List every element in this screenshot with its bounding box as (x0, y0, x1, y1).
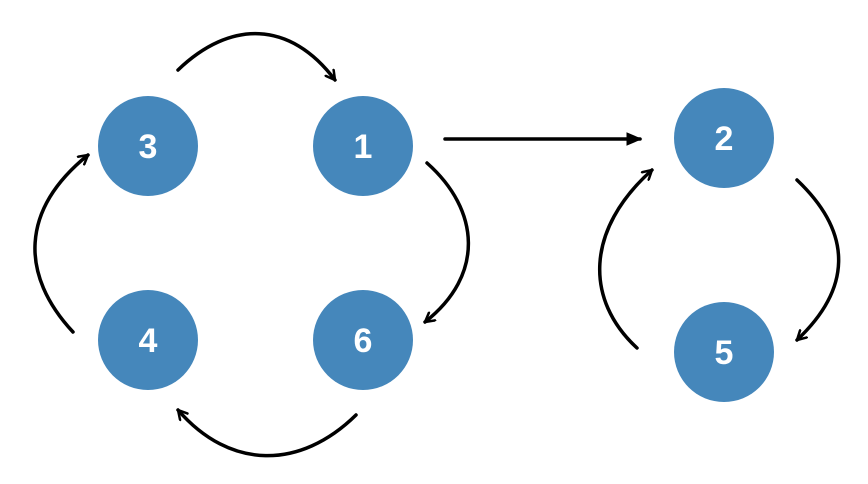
node-6-label: 6 (354, 322, 373, 360)
node-3-label: 3 (139, 128, 158, 166)
node-4-circle (98, 290, 198, 390)
edge-2-to-5 (795, 178, 841, 342)
nodes: 3 1 4 6 2 5 (98, 88, 774, 402)
node-6: 6 (313, 290, 413, 390)
node-1-label: 1 (354, 128, 373, 166)
edge-6-to-4 (176, 408, 358, 458)
edge-3-to-1 (176, 31, 337, 82)
node-2-label: 2 (715, 120, 734, 158)
node-5: 5 (674, 302, 774, 402)
edges (33, 31, 841, 458)
node-4-label: 4 (139, 322, 158, 360)
node-3: 3 (98, 96, 198, 196)
node-1: 1 (313, 96, 413, 196)
node-5-circle (674, 302, 774, 402)
node-5-label: 5 (715, 334, 734, 372)
node-1-circle (313, 96, 413, 196)
node-3-circle (98, 96, 198, 196)
node-2-circle (674, 88, 774, 188)
edge-1-to-6 (423, 161, 471, 324)
edge-5-to-2 (598, 168, 654, 350)
node-4: 4 (98, 290, 198, 390)
node-6-circle (313, 290, 413, 390)
edge-4-to-3 (33, 153, 90, 334)
node-2: 2 (674, 88, 774, 188)
